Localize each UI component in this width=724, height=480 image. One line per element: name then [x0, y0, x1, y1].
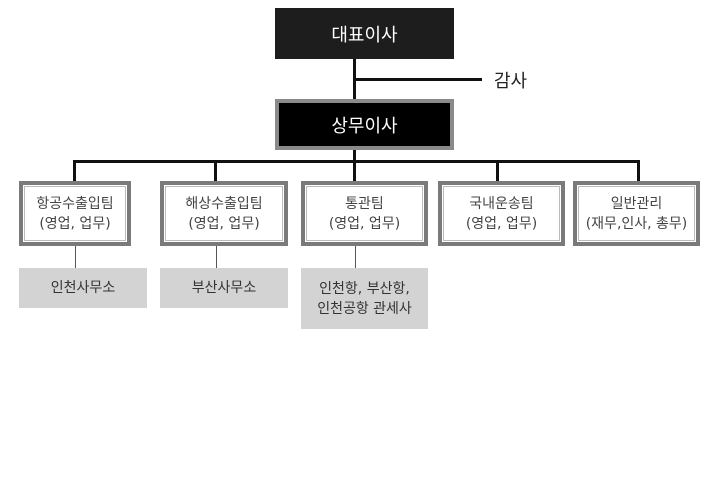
connector-team-2 — [214, 160, 217, 181]
team-bus-line — [73, 160, 640, 163]
connector-team-1 — [73, 160, 76, 181]
auditor-label: 감사 — [494, 71, 528, 92]
team-customs-label: 통관팀 (영업, 업무) — [329, 194, 400, 234]
connector-team-4 — [496, 160, 499, 181]
team-box-admin: 일반관리 (재무,인사, 총무) — [573, 181, 700, 246]
team-role: (영업, 업무) — [465, 215, 538, 232]
team-name: 통관팀 — [345, 195, 384, 212]
office-busan-label: 부산사무소 — [191, 280, 257, 296]
managing-director-label: 상무이사 — [331, 115, 398, 137]
connector-team-3 — [353, 160, 356, 181]
team-name: 항공수출입팀 — [36, 195, 114, 212]
team-name: 일반관리 — [610, 195, 663, 212]
ceo-label: 대표이사 — [331, 24, 398, 46]
office-incheon-label: 인천사무소 — [50, 280, 116, 296]
office-incheon: 인천사무소 — [19, 268, 147, 308]
connector-team-5 — [637, 160, 640, 181]
team-box-sea: 해상수출입팀 (영업, 업무) — [160, 181, 288, 246]
connector-office-3 — [355, 246, 356, 268]
ceo-box: 대표이사 — [275, 8, 454, 59]
connector-auditor — [354, 78, 482, 81]
office-busan: 부산사무소 — [160, 268, 288, 308]
team-role: (재무,인사, 총무) — [585, 215, 688, 232]
team-name: 국내운송팀 — [469, 195, 534, 212]
team-role: (영업, 업무) — [39, 215, 111, 232]
connector-md-bus — [353, 150, 356, 163]
team-domestic-label: 국내운송팀 (영업, 업무) — [466, 194, 537, 234]
team-box-customs: 통관팀 (영업, 업무) — [301, 181, 428, 246]
connector-office-2 — [216, 246, 217, 268]
managing-director-box: 상무이사 — [275, 99, 454, 150]
team-role: (영업, 업무) — [188, 215, 260, 232]
team-box-air: 항공수출입팀 (영업, 업무) — [19, 181, 131, 246]
office-customs-brokers-label: 인천항, 부산항, 인천공항 관세사 — [317, 280, 412, 317]
team-air-label: 항공수출입팀 (영업, 업무) — [36, 194, 113, 234]
team-name: 해상수출입팀 — [185, 195, 263, 212]
connector-office-1 — [75, 246, 76, 268]
team-role: (영업, 업무) — [328, 215, 401, 232]
team-admin-label: 일반관리 (재무,인사, 총무) — [586, 194, 688, 234]
office-customs-brokers: 인천항, 부산항, 인천공항 관세사 — [301, 268, 428, 329]
team-box-domestic: 국내운송팀 (영업, 업무) — [438, 181, 565, 246]
team-sea-label: 해상수출입팀 (영업, 업무) — [185, 194, 262, 234]
